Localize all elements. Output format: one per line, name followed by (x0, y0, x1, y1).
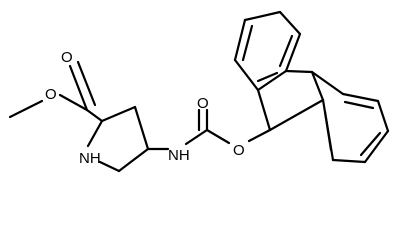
bond-c8a-c4b (310, 70, 325, 102)
bond-c9-c8a (268, 98, 325, 132)
bond-c3-c4 (133, 105, 150, 151)
methyl-ester-group (8, 60, 104, 123)
bond-left-ring-1 (233, 58, 260, 92)
bond-left-ring-3 (243, 10, 282, 22)
bond-methyl-oxygen (8, 99, 44, 119)
bond-carbonyl-double-1 (68, 64, 89, 112)
bond-left-ring-double-a (241, 24, 254, 62)
bond-c9a-c4a (256, 69, 288, 92)
bond-right-ring-double-c (323, 110, 333, 152)
bond-carbonyl-oxygen (205, 128, 231, 145)
bond-right-ring-2 (341, 92, 380, 103)
ester-ether-oxygen-label: O (45, 86, 57, 103)
bond-right-ring-5 (331, 158, 367, 164)
bond-left-ring-2 (233, 18, 247, 62)
bond-oxygen-c9 (247, 128, 272, 143)
bond-left-ring-4 (278, 10, 302, 36)
carbamate-carbonyl-oxygen-label: O (197, 95, 209, 112)
bond-left-ring-double-c (256, 71, 279, 83)
bond-right-ring-1 (310, 70, 345, 96)
bond-carbonyl-ring (85, 108, 104, 123)
bond-n1-c2 (86, 119, 104, 148)
ester-carbonyl-oxygen-label: O (61, 49, 73, 66)
bond-nh-carbonyl (184, 128, 209, 146)
bond-carbonyl-double-2 (76, 60, 97, 107)
carbamate-nh-label: NH (168, 147, 190, 164)
bond-left-ring-5 (284, 32, 302, 73)
pyrrolidine-nh-label: NH (79, 150, 101, 167)
bond-right-ring-4 (363, 129, 390, 164)
bond-c2-c3 (100, 105, 137, 123)
bond-right-ring-double-a (343, 100, 375, 110)
bond-c9-c9a (256, 88, 272, 132)
bond-oxygen-carbonyl (58, 93, 89, 112)
chemical-structure-diagram: O O NH NH O O (8, 10, 390, 173)
bond-c4-c5 (117, 147, 150, 173)
bond-right-ring-3 (376, 99, 390, 133)
carbamate-group (146, 108, 272, 151)
bond-left-ring-double-b (278, 34, 294, 68)
bond-c4a-c4b (284, 69, 314, 74)
bond-right-ring-double-b (359, 131, 382, 157)
carbamate-ether-oxygen-label: O (233, 142, 245, 159)
bond-c5-n1 (98, 160, 121, 173)
pyrrolidine-ring (86, 105, 150, 173)
fluorenyl-group (233, 10, 390, 164)
